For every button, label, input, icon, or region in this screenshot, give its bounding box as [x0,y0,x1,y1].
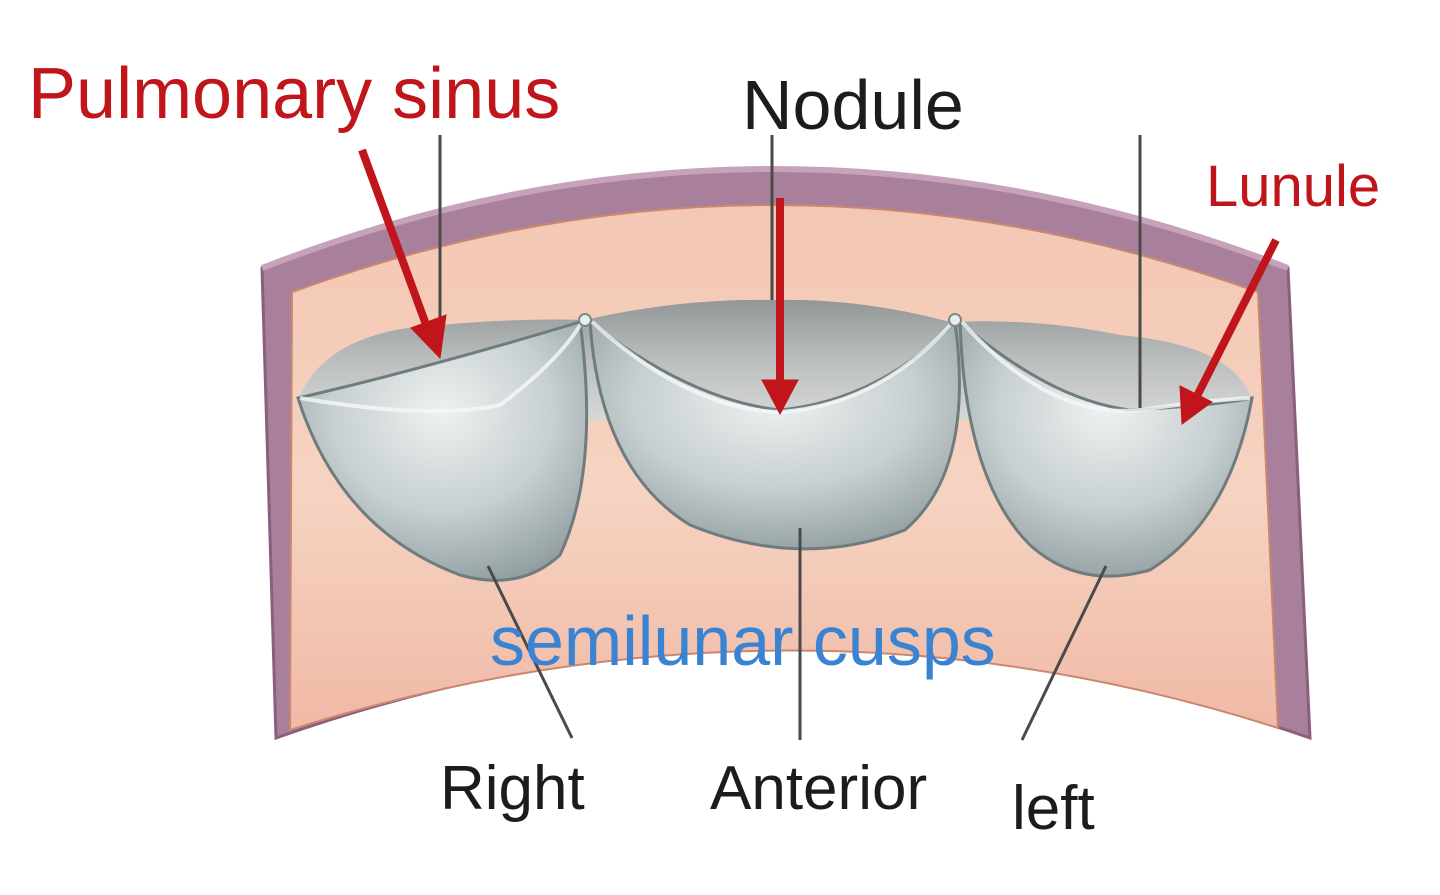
label-right-cusp: Right [440,754,585,823]
anterior-cusp [588,318,961,551]
arrow-pulmonary-sinus [358,148,447,360]
arrow-nodule [761,198,799,416]
label-lunule: Lunule [1206,154,1381,219]
right-cusp [296,320,589,582]
label-left-cusp: left [1012,774,1095,843]
leader-line-left [1020,565,1108,741]
label-anterior-cusp: Anterior [710,754,928,823]
label-nodule: Nodule [742,66,964,144]
arrow-lunule [1179,238,1280,425]
leader-line-right [486,565,574,739]
label-semilunar-cusps: semilunar cusps [490,602,996,680]
label-pulmonary-sinus: Pulmonary sinus [28,54,561,134]
